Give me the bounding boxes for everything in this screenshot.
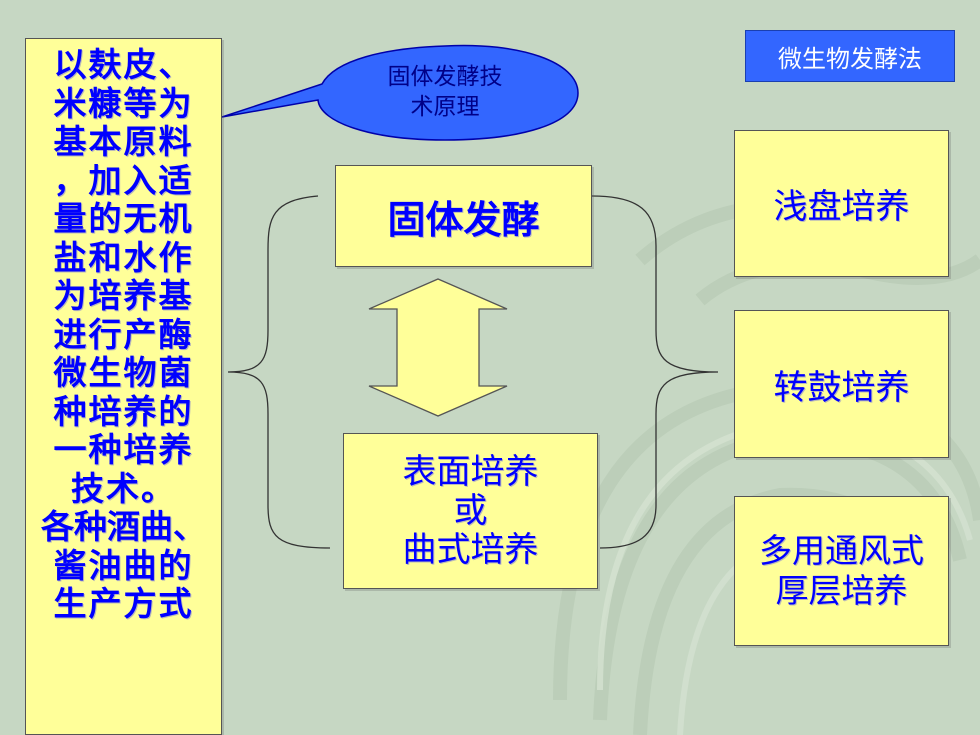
solid-fermentation-box: 固体发酵: [335, 165, 592, 267]
description-line: 一种培养: [53, 430, 194, 469]
tray-culture-label: 浅盘培养: [773, 187, 910, 227]
solid-fermentation-label: 固体发酵: [387, 196, 540, 242]
description-line: 各种酒曲、: [41, 507, 206, 546]
description-line: ，加入适: [53, 160, 194, 200]
description-line: 米糠等为: [53, 83, 194, 123]
surface-culture-line: 曲式培养: [402, 529, 539, 570]
deep-layer-line: 多用通风式: [759, 531, 924, 570]
description-line: 酱油曲的: [53, 545, 194, 585]
surface-culture-line: 表面培养: [402, 451, 539, 492]
callout-line: 固体发酵技: [387, 64, 503, 90]
surface-culture-box: 表面培养 或 曲式培养: [343, 433, 598, 589]
drum-culture-label: 转鼓培养: [773, 367, 910, 408]
description-line: 进行产酶: [53, 314, 194, 354]
description-line: 为培养基: [53, 276, 194, 315]
deep-layer-line: 厚层培养: [775, 571, 908, 610]
description-line: 种培养的: [53, 391, 194, 431]
tray-culture-box: 浅盘培养: [734, 130, 949, 277]
description-line: 基本原料: [53, 122, 194, 161]
description-text-box: 以麸皮、 米糠等为 基本原料 ，加入适 量的无机 盐和水作 为培养基 进行产酶 …: [25, 38, 222, 735]
callout-text: 固体发酵技 术原理: [320, 55, 570, 129]
description-line: 技术。: [71, 468, 176, 508]
drum-culture-box: 转鼓培养: [734, 310, 949, 458]
description-line: 微生物菌: [53, 353, 194, 392]
description-line: 盐和水作: [53, 237, 194, 277]
callout-line: 术原理: [410, 94, 480, 120]
deep-layer-culture-box: 多用通风式 厚层培养: [734, 496, 949, 646]
surface-culture-line: 或: [453, 490, 488, 531]
description-line: 生产方式: [53, 584, 194, 623]
description-line: 量的无机: [53, 199, 194, 238]
method-label: 微生物发酵法: [745, 30, 955, 82]
description-line: 以麸皮、: [53, 45, 194, 84]
